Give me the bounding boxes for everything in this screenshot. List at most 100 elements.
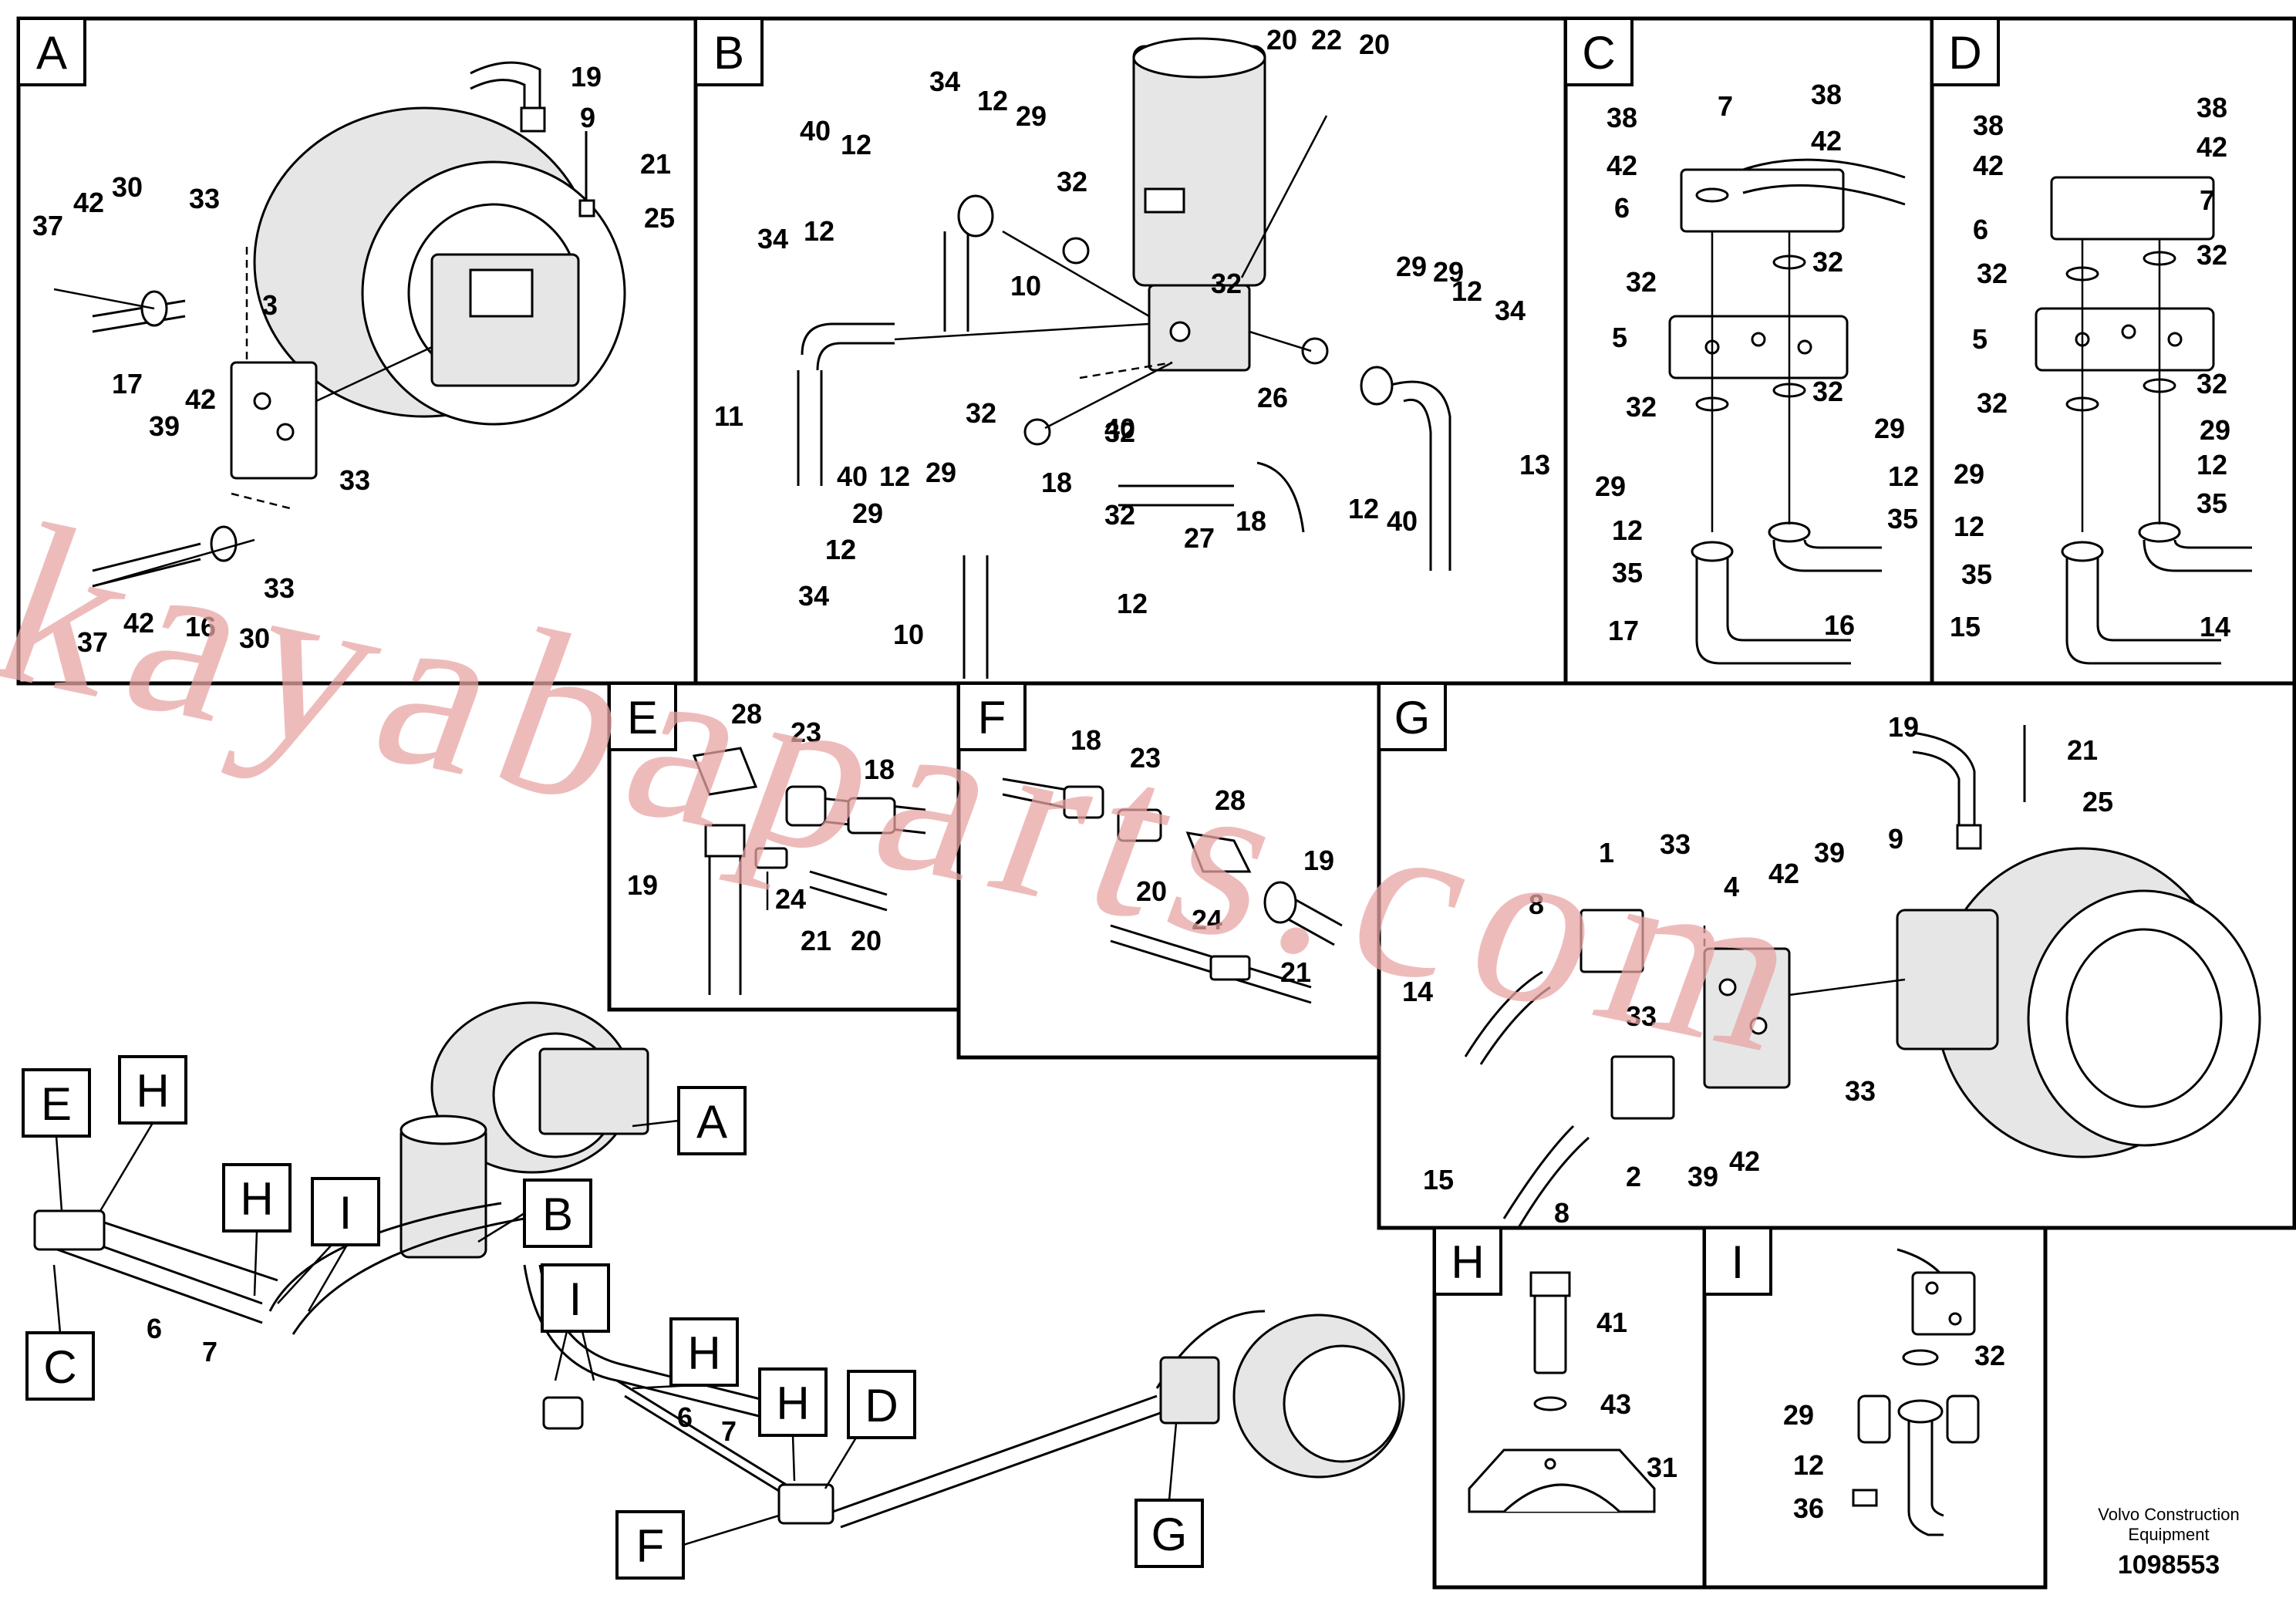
callout-e-28: 28 [731, 698, 762, 730]
overview-num-6: 6 [147, 1313, 162, 1344]
callout-g-42: 42 [1729, 1145, 1760, 1177]
callout-g-19: 19 [1888, 711, 1919, 743]
callout-d-32: 32 [1977, 387, 2008, 419]
callout-b-40: 40 [800, 115, 831, 147]
callout-b-18: 18 [1041, 467, 1072, 498]
callout-b-29: 29 [1396, 251, 1427, 282]
callout-g-39: 39 [1814, 837, 1845, 868]
callout-b-18: 18 [1236, 505, 1266, 537]
overview-num-7: 7 [202, 1336, 217, 1367]
callout-c-42: 42 [1607, 150, 1637, 181]
svg-text:G: G [1394, 692, 1431, 744]
callout-h-41: 41 [1596, 1307, 1627, 1338]
callout-b-12: 12 [841, 129, 872, 160]
callout-e-19: 19 [627, 869, 658, 901]
callout-c-35: 35 [1612, 557, 1643, 588]
callout-c-38: 38 [1811, 79, 1842, 110]
callout-a-33: 33 [339, 464, 370, 496]
manifold-block [230, 361, 318, 480]
svg-text:C: C [43, 1341, 76, 1393]
callout-d-12: 12 [1954, 511, 1984, 542]
callout-c-12: 12 [1612, 514, 1643, 546]
panel-label-f: F [957, 682, 1027, 751]
callout-b-32: 32 [1057, 166, 1087, 197]
overview-label-h-4: H [758, 1367, 828, 1437]
svg-text:H: H [136, 1065, 169, 1117]
callout-b-20: 20 [1266, 24, 1297, 56]
overview-label-h-2: H [222, 1163, 292, 1233]
svg-text:F: F [636, 1520, 665, 1572]
callout-c-32: 32 [1812, 246, 1843, 278]
callout-b-40: 40 [1104, 413, 1135, 444]
callout-b-34: 34 [757, 223, 788, 255]
svg-text:I: I [1731, 1236, 1745, 1288]
hose-11 [801, 322, 895, 371]
callout-b-12: 12 [879, 460, 910, 492]
pipe-16 [1772, 539, 1882, 572]
callout-i-12: 12 [1793, 1449, 1824, 1481]
callout-e-20: 20 [851, 925, 882, 956]
callout-d-32: 32 [1977, 258, 2008, 289]
swivel-joint-center [1148, 284, 1251, 372]
callout-d-14: 14 [2200, 611, 2230, 642]
footer-line2: Equipment [2128, 1525, 2209, 1544]
callout-b-12: 12 [1348, 493, 1379, 524]
callout-a-42: 42 [123, 607, 154, 639]
callout-a-37: 37 [77, 626, 108, 658]
callout-b-29: 29 [852, 497, 883, 529]
callout-i-36: 36 [1793, 1492, 1824, 1524]
callout-d-5: 5 [1972, 323, 1988, 355]
panel-label-e: E [608, 682, 677, 751]
callout-c-7: 7 [1718, 90, 1733, 122]
callout-g-14: 14 [1402, 976, 1433, 1007]
washer-43 [1533, 1396, 1567, 1411]
callout-b-32: 32 [966, 397, 996, 429]
flange-plate [1911, 1271, 1976, 1336]
callout-d-35: 35 [1961, 558, 1992, 590]
callout-b-22: 22 [1311, 24, 1342, 56]
callout-b-29: 29 [1016, 100, 1047, 132]
callout-a-3: 3 [262, 289, 278, 321]
panel-label-h: H [1433, 1226, 1502, 1296]
hose-10-lower [963, 555, 989, 679]
callout-c-32: 32 [1626, 266, 1657, 298]
callout-b-13: 13 [1519, 449, 1550, 481]
callout-f-18: 18 [1070, 724, 1101, 756]
callout-g-4: 4 [1724, 871, 1739, 902]
panel-a-drawing [53, 61, 626, 588]
callout-b-12: 12 [1451, 275, 1482, 307]
callout-f-19: 19 [1303, 845, 1334, 876]
callout-i-32: 32 [1974, 1340, 2005, 1371]
callout-c-29: 29 [1874, 413, 1905, 444]
callout-d-35: 35 [2197, 487, 2227, 519]
callout-a-9: 9 [580, 102, 595, 133]
callout-b-12: 12 [804, 215, 834, 247]
callout-g-2: 2 [1626, 1161, 1641, 1192]
callout-b-27: 27 [1184, 522, 1215, 554]
panel-i-drawing [1852, 1248, 1980, 1536]
overview-label-b: B [523, 1179, 592, 1248]
callout-d-32: 32 [2197, 368, 2227, 400]
overview-label-c: C [25, 1331, 95, 1401]
callout-b-12: 12 [977, 85, 1008, 116]
panel-g-drawing [1464, 725, 2261, 1227]
callout-e-23: 23 [791, 717, 821, 748]
callout-b-32: 32 [1104, 416, 1135, 448]
pipe-15 [2065, 555, 2221, 665]
callout-b-10: 10 [1010, 270, 1041, 302]
panel-label-b: B [694, 17, 764, 86]
clamp-half-6-7-d [2050, 176, 2215, 241]
callout-b-12: 12 [825, 534, 856, 565]
callout-c-29: 29 [1595, 470, 1626, 502]
callout-f-20: 20 [1136, 875, 1167, 907]
panel-label-i: I [1703, 1226, 1772, 1296]
svg-text:E: E [627, 692, 658, 744]
callout-g-33: 33 [1626, 1000, 1657, 1032]
svg-text:C: C [1582, 27, 1615, 79]
callout-b-26: 26 [1257, 382, 1288, 413]
overview-label-f: F [615, 1510, 685, 1580]
callout-d-29: 29 [1954, 458, 1984, 490]
callout-d-42: 42 [2197, 131, 2227, 163]
callout-b-40: 40 [1387, 505, 1418, 537]
callout-a-39: 39 [149, 410, 180, 442]
